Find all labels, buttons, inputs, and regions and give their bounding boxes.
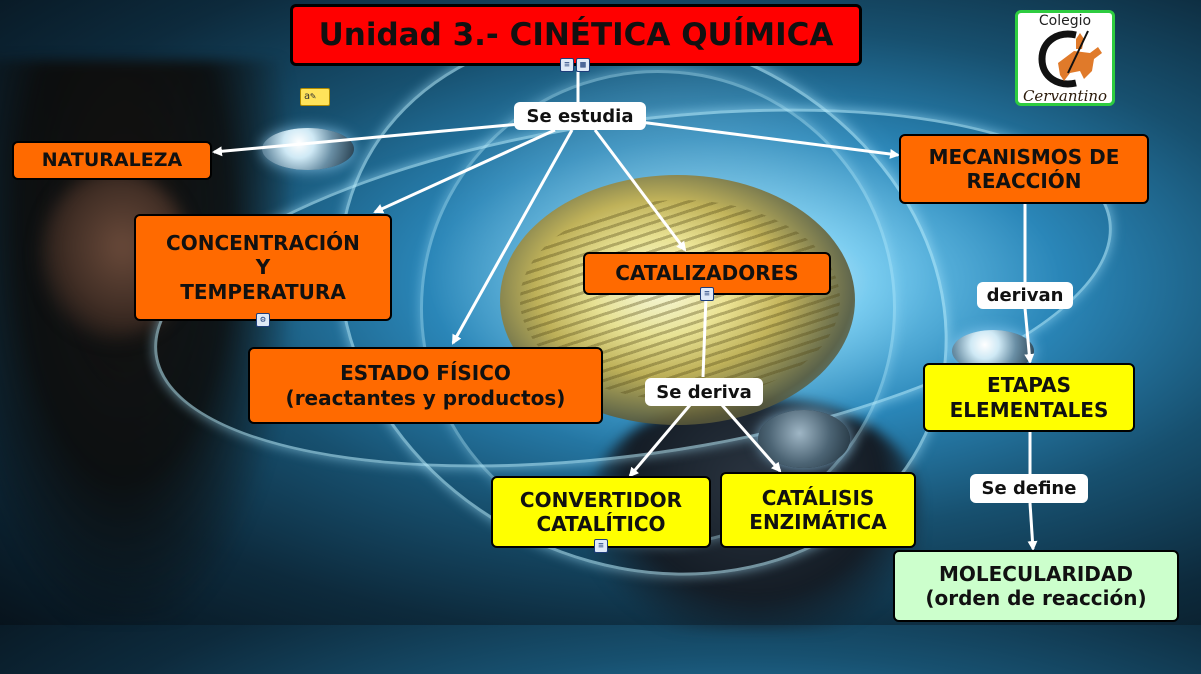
- concept-label: (reactantes y productos): [285, 385, 566, 410]
- concept-label: ESTADO FÍSICO: [340, 361, 511, 386]
- concept-label: CATALIZADORES: [615, 261, 799, 286]
- connector-derivan-to-etapas: [1023, 307, 1035, 364]
- concept-label: MOLECULARIDAD: [939, 561, 1133, 586]
- school-logo: Colegio Cervantino: [1015, 10, 1115, 106]
- concept-mecanismos-reaccion[interactable]: MECANISMOS DE REACCIÓN: [899, 134, 1149, 204]
- concept-convertidor-catalitico[interactable]: CONVERTIDOR CATALÍTICO: [491, 476, 711, 548]
- concept-naturaleza[interactable]: NATURALEZA: [12, 141, 212, 180]
- concept-label: REACCIÓN: [966, 169, 1082, 193]
- concept-label: MECANISMOS DE: [928, 144, 1120, 169]
- concept-label: CATÁLISIS: [761, 485, 875, 510]
- connector-to-concentracion: [373, 128, 556, 214]
- logo-bottom-text: Cervantino: [1022, 87, 1108, 105]
- connector-catalizadores-to-se-deriva: [701, 295, 708, 378]
- horse-rider-icon: [1038, 30, 1102, 88]
- concept-molecularidad[interactable]: MOLECULARIDAD (orden de reacción): [893, 550, 1179, 622]
- concept-label: (orden de reacción): [925, 586, 1147, 610]
- link-label-se-define: Se define: [970, 474, 1088, 503]
- note-icon[interactable]: a✎: [300, 88, 330, 106]
- connector-se-define-to-molecularidad: [1027, 502, 1038, 551]
- link-label-derivan: derivan: [977, 282, 1073, 309]
- concept-catalisis-enzimatica[interactable]: CATÁLISIS ENZIMÁTICA: [720, 472, 916, 548]
- map-title: Unidad 3.- CINÉTICA QUÍMICA: [290, 4, 862, 66]
- document-icon[interactable]: ≡: [700, 287, 714, 301]
- logo-top-text: Colegio: [1038, 13, 1092, 29]
- connector-layer: [212, 120, 1038, 551]
- connector-to-naturaleza: [212, 122, 521, 157]
- concept-label: ELEMENTALES: [949, 397, 1109, 422]
- concept-label: NATURALEZA: [41, 148, 183, 171]
- film-icon[interactable]: ▦: [576, 58, 590, 72]
- connector-to-estado-fisico: [451, 129, 574, 345]
- linked-map-icon[interactable]: ⚙: [256, 313, 270, 327]
- link-label-se-deriva: Se deriva: [645, 378, 763, 406]
- concept-label: CONVERTIDOR: [519, 487, 683, 512]
- concept-label: CONCENTRACIÓN: [166, 230, 360, 255]
- connector-to-mecanismos: [639, 120, 900, 159]
- concept-label: Y: [255, 255, 271, 280]
- concept-label: ETAPAS: [987, 373, 1071, 398]
- concept-label: TEMPERATURA: [180, 279, 346, 304]
- concept-estado-fisico[interactable]: ESTADO FÍSICO (reactantes y productos): [248, 347, 603, 424]
- concept-concentracion-temperatura[interactable]: CONCENTRACIÓN Y TEMPERATURA: [134, 214, 392, 321]
- concept-etapas-elementales[interactable]: ETAPAS ELEMENTALES: [923, 363, 1135, 432]
- document-icon[interactable]: ≡: [594, 539, 608, 553]
- connector-to-catalisis: [720, 404, 782, 473]
- link-label-se-estudia: Se estudia: [514, 102, 646, 130]
- concept-label: ENZIMÁTICA: [749, 510, 887, 534]
- document-icon[interactable]: ≡: [560, 58, 574, 72]
- connector-to-convertidor: [628, 404, 692, 478]
- concept-label: CATALÍTICO: [536, 512, 666, 536]
- connector-to-catalizadores: [593, 129, 687, 252]
